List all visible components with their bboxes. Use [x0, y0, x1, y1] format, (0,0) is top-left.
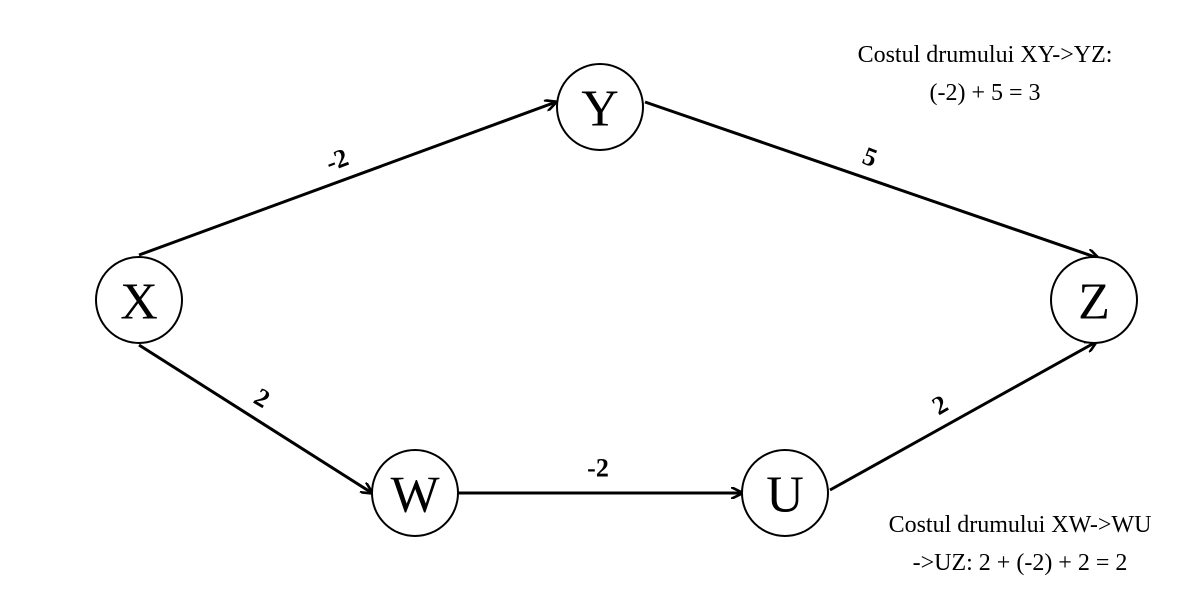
node-label: Z: [1078, 274, 1110, 331]
edge-y-z: 5: [644, 100, 1098, 258]
node-label: X: [120, 274, 158, 331]
edge-weight-label: -2: [587, 454, 609, 483]
node-z: Z: [1050, 256, 1138, 344]
edge-weight-label: 2: [927, 389, 953, 421]
edge-line: [829, 342, 1096, 492]
node-circle: [1050, 256, 1138, 344]
node-w: W: [371, 449, 459, 537]
node-label: Y: [581, 81, 619, 138]
note-bottom-line2: ->UZ: 2 + (-2) + 2 = 2: [912, 550, 1128, 576]
edge-weight-label: -2: [322, 143, 353, 178]
node-y: Y: [556, 63, 644, 151]
nodes-layer: X Y Z W U: [95, 63, 1138, 537]
node-circle: [556, 63, 644, 151]
node-label: W: [390, 467, 439, 524]
edge-u-z: 2: [829, 342, 1096, 492]
node-x: X: [95, 256, 183, 344]
node-circle: [741, 449, 829, 537]
node-circle: [371, 449, 459, 537]
edge-x-y: -2: [138, 102, 556, 257]
path-cost-note-xwuz: Costul drumului XW->WU ->UZ: 2 + (-2) + …: [840, 506, 1200, 582]
edge-line: [644, 100, 1098, 258]
edges-layer: -2 5 2 -2 2: [138, 100, 1098, 494]
edge-weight-label: 5: [859, 141, 882, 173]
edge-weight-label: 2: [249, 382, 275, 414]
note-bottom-line1: Costul drumului XW->WU: [888, 512, 1152, 538]
node-u: U: [741, 449, 829, 537]
node-label: U: [766, 467, 804, 524]
edge-x-w: 2: [138, 343, 372, 493]
edge-line: [138, 102, 556, 257]
note-top-line2: (-2) + 5 = 3: [929, 80, 1041, 106]
node-circle: [95, 256, 183, 344]
edge-w-u: -2: [458, 454, 742, 494]
note-top-line1: Costul drumului XY->YZ:: [857, 42, 1113, 68]
edge-line: [138, 343, 372, 493]
path-cost-note-xyz: Costul drumului XY->YZ: (-2) + 5 = 3: [810, 36, 1160, 112]
